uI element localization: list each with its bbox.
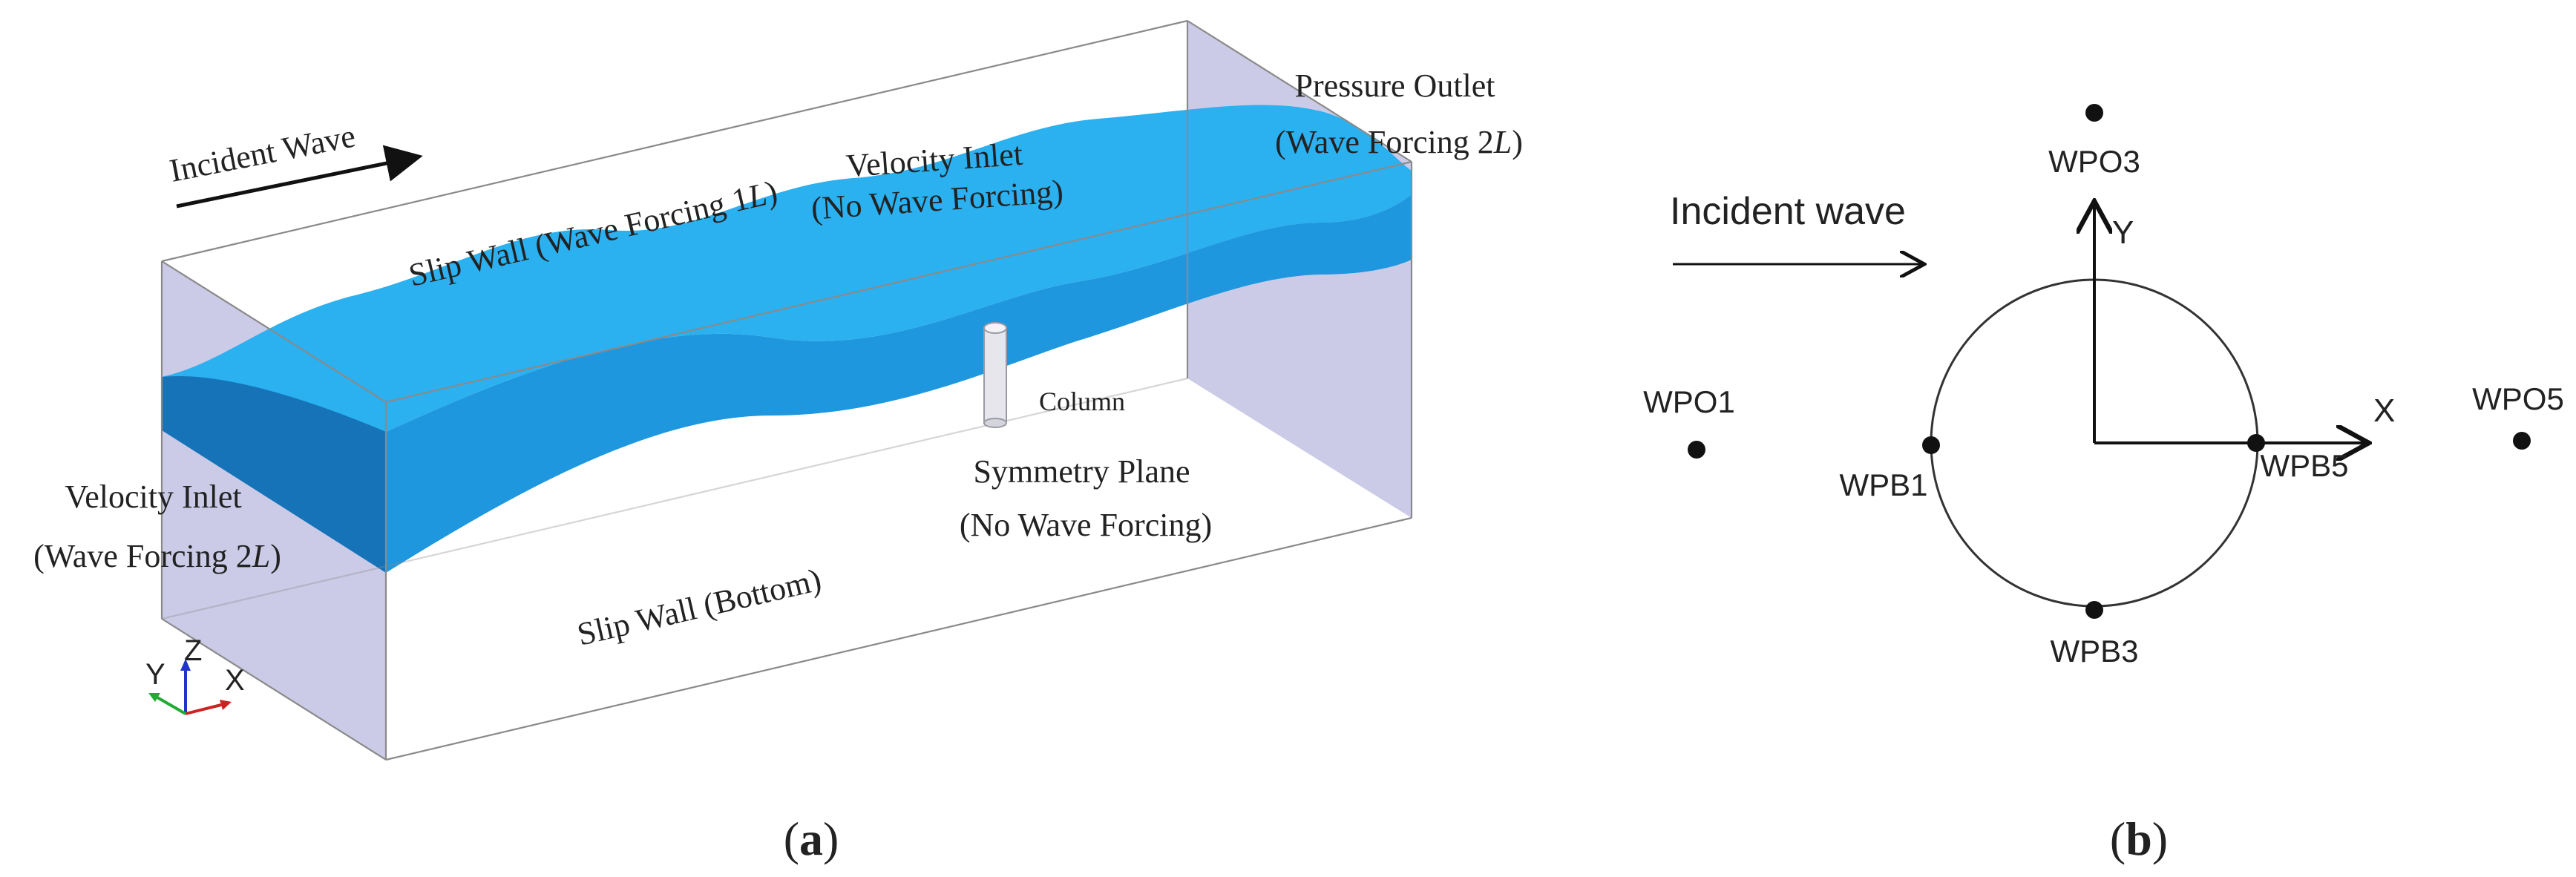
probe-wpb3-dot — [2085, 601, 2103, 619]
symmetry-plane-label: Symmetry Plane (No Wave Forcing) — [960, 453, 1212, 543]
caption-a: (a) — [784, 812, 839, 865]
probe-wpb5-label: WPB5 — [2260, 448, 2348, 483]
column-label: Column — [1039, 387, 1125, 416]
probe-wpb3-label: WPB3 — [2050, 634, 2138, 669]
pressure-outlet-label: Pressure Outlet (Wave Forcing 2L) — [1275, 68, 1523, 160]
incident-wave-arrow-a — [176, 145, 423, 208]
probe-wpo3-dot — [2085, 104, 2103, 122]
water-inlet-section — [162, 375, 386, 573]
svg-text:Y: Y — [145, 658, 165, 691]
slip-wall-bottom-label: Slip Wall (Bottom) — [574, 562, 825, 653]
probe-wpo1-dot — [1688, 441, 1705, 459]
probe-wpo5-label: WPO5 — [2472, 381, 2564, 416]
probe-wpo3-label: WPO3 — [2048, 144, 2140, 179]
water-front-face — [386, 194, 1412, 573]
velocity-inlet-left-label: Velocity Inlet (Wave Forcing 2L) — [33, 479, 281, 574]
svg-text:X: X — [225, 664, 245, 697]
x-axis-label: X — [2373, 392, 2395, 429]
column-cylinder — [983, 322, 1007, 428]
y-axis-label: Y — [2112, 214, 2134, 251]
tank-wireframe — [160, 19, 1413, 761]
probe-wpo5-dot — [2513, 432, 2531, 450]
probe-wpb5-dot — [2247, 434, 2265, 452]
coordinate-triad: Z Y X — [145, 634, 245, 715]
incident-wave-label-b: Incident wave — [1670, 190, 1906, 233]
probe-wpb1-dot — [1922, 436, 1940, 454]
panel-a: Incident Wave Slip Wall (Wave Forcing 1L… — [33, 19, 1523, 865]
incident-wave-label-a: Incident Wave — [167, 117, 358, 188]
caption-b: (b) — [2110, 812, 2168, 865]
water-free-surface — [162, 105, 1412, 432]
probe-wpo1-label: WPO1 — [1643, 384, 1735, 419]
probe-wpb1-label: WPB1 — [1839, 467, 1927, 502]
panel-b: Incident wave Y X WPO3 WPO1 WPO5 WPB1 WP… — [1643, 104, 2564, 865]
svg-text:Z: Z — [184, 634, 202, 667]
